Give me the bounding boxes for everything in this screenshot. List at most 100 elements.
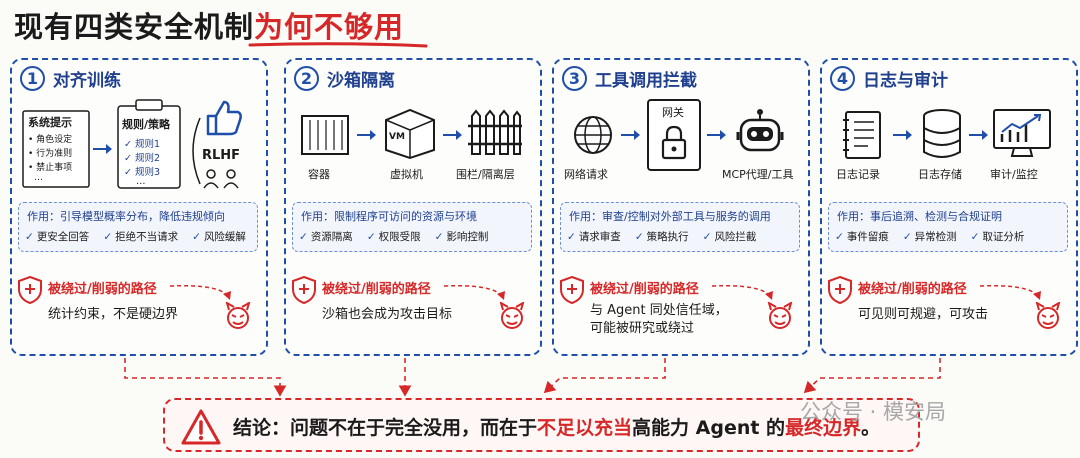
people-icon	[203, 169, 239, 189]
vm-caption: 虚拟机	[390, 168, 423, 181]
check-item: ✓请求审查	[567, 231, 621, 243]
system-prompt-card	[22, 110, 90, 188]
warning-icon	[181, 409, 221, 445]
shield-icon	[292, 276, 316, 304]
arrow-icon	[621, 130, 640, 140]
check-item: ✓影响控制	[434, 231, 489, 243]
effect-checks: ✓更安全回答 ✓拒绝不当请求 ✓风险缓解	[25, 229, 246, 244]
bypass-title: 被绕过/削弱的路径	[590, 282, 699, 297]
check-item: ✓更安全回答	[25, 231, 90, 243]
bypass-section: 被绕过/削弱的路径 统计约束，不是硬边界	[18, 272, 262, 348]
gateway-label: 网关	[662, 106, 684, 119]
effect-box: 作用：限制程序可访问的资源与环境 ✓资源隔离 ✓权限受限 ✓影响控制	[292, 202, 532, 252]
fence-icon	[468, 109, 522, 155]
panel-number: 4	[830, 66, 855, 91]
arrow-icon	[969, 130, 988, 140]
bracket-icon	[192, 117, 201, 185]
sys-item: …	[34, 173, 43, 183]
robot-icon	[736, 109, 784, 152]
bypass-text: 与 Agent 同处信任域，可能被研究或绕过	[590, 303, 728, 336]
panel-illustration: 容器 VM 虚拟机 围栏/隔离层	[286, 96, 540, 216]
bypass-section: 被绕过/削弱的路径 可见则可规避，可攻击	[828, 272, 1072, 348]
title-highlight: 为何不够用	[254, 10, 405, 44]
panel-header: 4 日志与审计	[830, 66, 948, 91]
vm-icon	[385, 108, 435, 160]
sys-item: • 行为准则	[28, 149, 73, 159]
check-item: ✓事件留痕	[835, 231, 889, 243]
container-label: 容器	[308, 168, 330, 181]
panel-logging-audit: 4 日志与审计 日志记录 日志存储 审计/监控 作用：事后追溯、检测与合规证明 …	[820, 58, 1078, 356]
rlhf-label: RLHF	[202, 148, 241, 163]
bypass-text: 统计约束，不是硬边界	[48, 307, 179, 322]
conclusion-text: 结论：问题不在于完全没用，而在于不足以充当高能力 Agent 的最终边界。	[233, 417, 881, 439]
sys-title: 系统提示	[28, 116, 72, 129]
title-underline	[248, 42, 428, 48]
check-item: ✓拒绝不当请求	[103, 231, 179, 243]
effect-box: 作用：引导模型概率分布，降低违规倾向 ✓更安全回答 ✓拒绝不当请求 ✓风险缓解	[18, 202, 258, 252]
panel-alignment: 1 对齐训练 系统提示 • 角色设定 • 行为准则 • 禁止事项 … 规则/策略…	[10, 58, 268, 356]
mcp-label: MCP代理/工具	[722, 168, 794, 181]
rule-item: ✓ 规则3	[124, 167, 161, 178]
effect-text: 作用：审查/控制对外部工具与服务的调用	[569, 210, 771, 223]
shield-icon	[18, 276, 42, 304]
check-item: ✓风险拦截	[702, 231, 757, 243]
check-item: ✓风险缓解	[192, 231, 246, 243]
panel-number: 2	[294, 66, 319, 91]
panel-number: 1	[20, 66, 45, 91]
title-main: 现有四类安全机制	[14, 10, 255, 44]
sys-item: • 角色设定	[28, 135, 73, 145]
panel-number: 3	[562, 66, 587, 91]
arrow-icon	[443, 130, 462, 140]
devil-icon	[767, 302, 793, 329]
log-label: 日志记录	[836, 168, 880, 181]
effect-box: 作用：审查/控制对外部工具与服务的调用 ✓请求审查 ✓策略执行 ✓风险拦截	[560, 202, 800, 252]
rules-title: 规则/策略	[122, 118, 171, 131]
bypass-title: 被绕过/削弱的路径	[48, 282, 157, 297]
storage-label: 日志存储	[918, 168, 962, 181]
bypass-title: 被绕过/削弱的路径	[322, 282, 431, 297]
effect-text: 作用：限制程序可访问的资源与环境	[301, 210, 477, 223]
effect-checks: ✓资源隔离 ✓权限受限 ✓影响控制	[299, 229, 488, 244]
panel-illustration: 网络请求 网关 MCP代理/工具	[554, 96, 808, 216]
arrow-icon	[93, 144, 112, 154]
arrow-icon	[357, 130, 376, 140]
devil-icon	[1035, 302, 1061, 329]
vm-label: VM	[389, 132, 405, 142]
fence-label: 围栏/隔离层	[456, 168, 515, 181]
request-label: 网络请求	[564, 168, 608, 181]
shield-icon	[560, 276, 584, 304]
effect-checks: ✓事件留痕 ✓异常检测 ✓取证分析	[835, 229, 1024, 244]
lock-icon	[661, 125, 687, 160]
bypass-arrow	[443, 284, 505, 300]
panel-illustration: 系统提示 • 角色设定 • 行为准则 • 禁止事项 … 规则/策略 ✓ 规则1 …	[12, 96, 266, 216]
effect-text: 作用：事后追溯、检测与合规证明	[837, 210, 1002, 223]
rule-item: ✓ 规则2	[124, 153, 161, 164]
check-item: ✓策略执行	[634, 231, 689, 243]
effect-text: 作用：引导模型概率分布，降低违规倾向	[27, 210, 225, 223]
watermark: 公众号 · 模安局	[800, 400, 947, 424]
container-icon	[301, 115, 349, 155]
audit-label: 审计/监控	[990, 168, 1038, 181]
check-item: ✓异常检测	[902, 231, 957, 243]
panel-sandbox: 2 沙箱隔离 容器 VM 虚拟机 围栏/隔离层 作用：限制程序可访问的资源与环境…	[284, 58, 542, 356]
bypass-text: 沙箱也会成为攻击目标	[322, 307, 453, 322]
shield-icon	[828, 276, 852, 304]
panel-title: 日志与审计	[863, 71, 948, 91]
conclusion-box: 结论：问题不在于完全没用，而在于不足以充当高能力 Agent 的最终边界。	[163, 398, 920, 452]
clipboard-icon	[117, 99, 181, 189]
page-title: 现有四类安全机制为何不够用	[14, 4, 404, 46]
panel-illustration: 日志记录 日志存储 审计/监控	[822, 96, 1076, 216]
bypass-arrow	[711, 284, 773, 300]
devil-icon	[499, 302, 525, 329]
monitor-icon	[993, 109, 1051, 157]
bypass-title: 被绕过/削弱的路径	[858, 282, 967, 297]
panel-tool-interception: 3 工具调用拦截 网络请求 网关 MCP代理/工具 作用：审查/控制对外部工具与…	[552, 58, 810, 356]
bypass-text: 可见则可规避，可攻击	[858, 307, 989, 322]
thumbs-up-icon	[206, 100, 242, 136]
bypass-section: 被绕过/削弱的路径 与 Agent 同处信任域，可能被研究或绕过	[560, 272, 804, 348]
devil-icon	[225, 302, 251, 329]
panel-title: 工具调用拦截	[595, 71, 697, 91]
log-icon	[843, 111, 881, 159]
globe-icon	[574, 116, 612, 154]
panel-header: 1 对齐训练	[20, 66, 121, 91]
